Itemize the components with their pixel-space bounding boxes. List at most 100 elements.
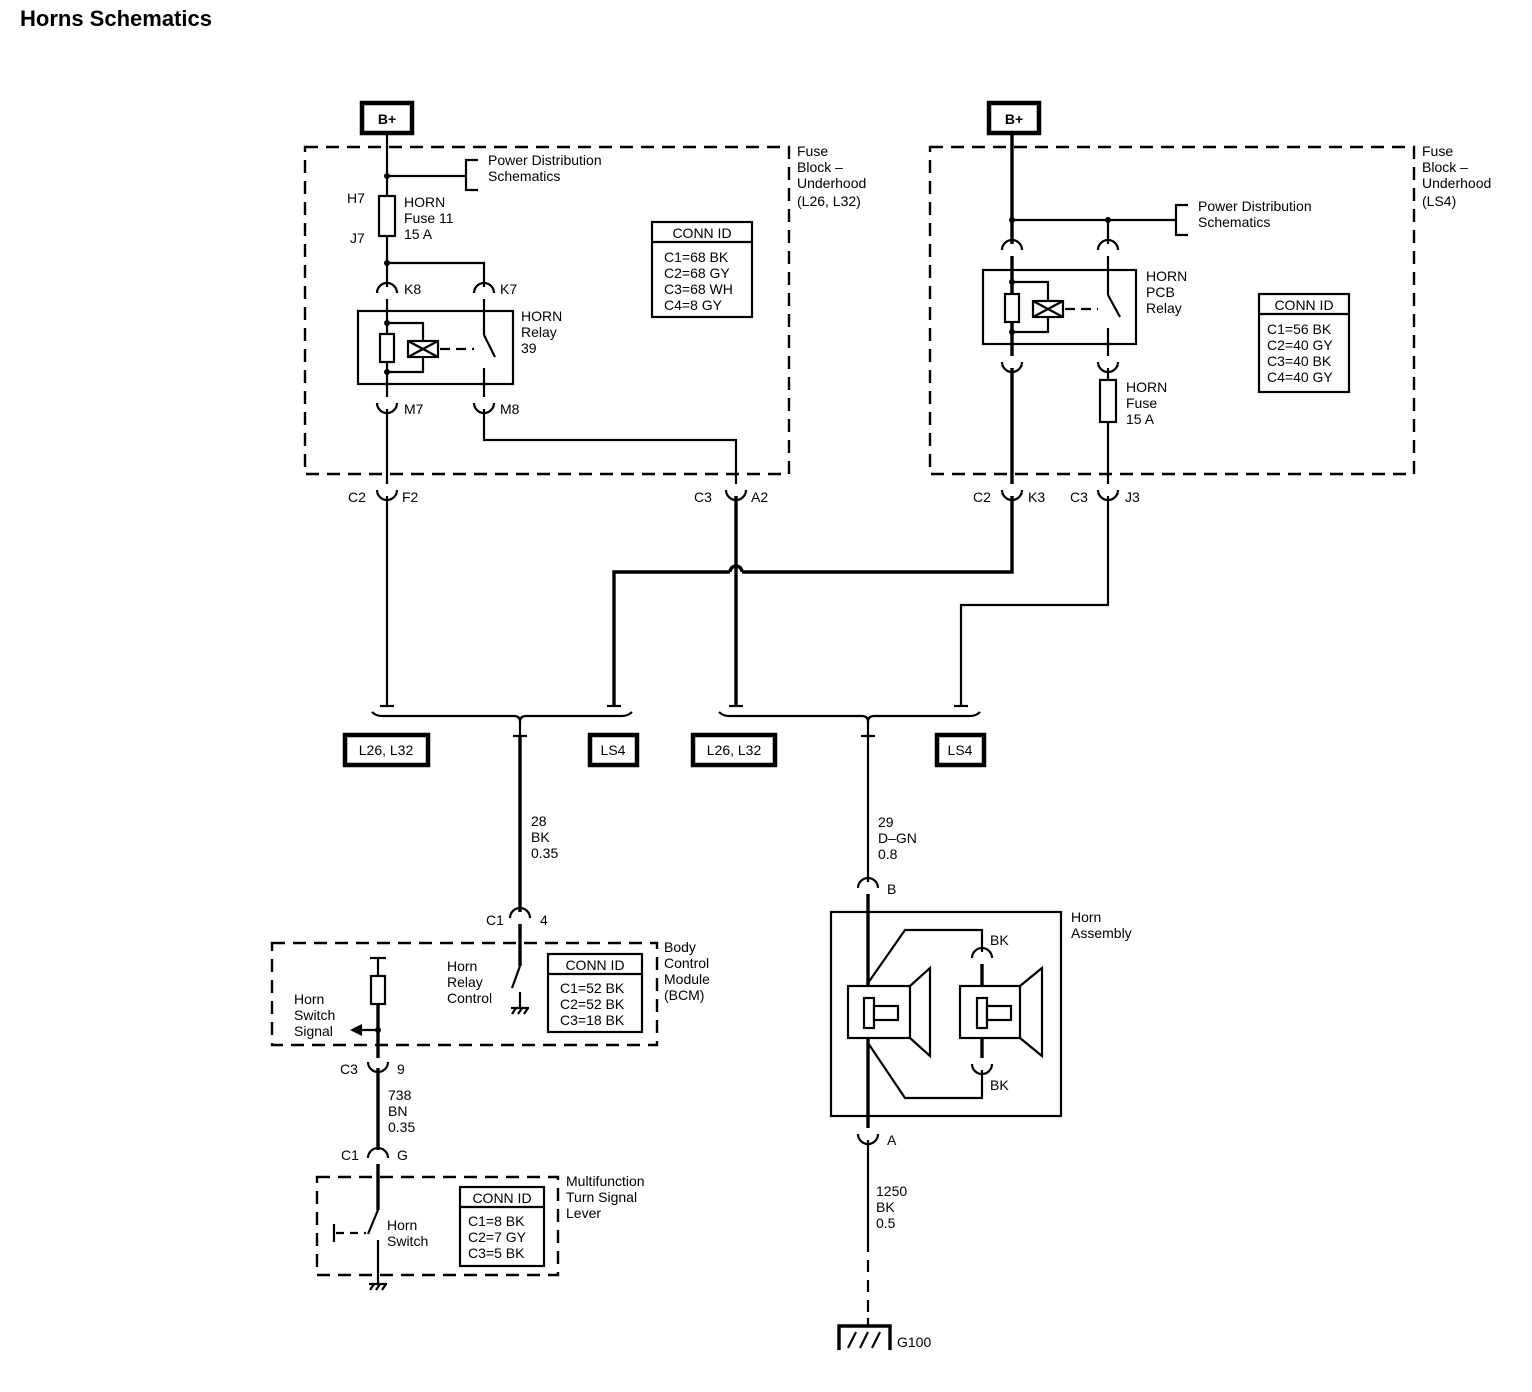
- wire-1250-color: BK: [876, 1199, 895, 1215]
- fuse-block-left-title-1: Fuse: [797, 143, 828, 159]
- wire-29-circuit: 29: [878, 814, 894, 830]
- fuse-block-left-title-4: (L26, L32): [797, 193, 861, 209]
- bcm-pullup-resistor: [369, 974, 387, 1006]
- horn-pin-a: A: [887, 1132, 897, 1148]
- svg-text:C3=68 WH: C3=68 WH: [664, 281, 733, 297]
- option-tag-ls4-left: LS4: [587, 732, 640, 768]
- svg-text:LS4: LS4: [601, 742, 626, 758]
- right-fuse-label-1: HORN: [1126, 379, 1167, 395]
- svg-text:Module: Module: [664, 971, 710, 987]
- fuse-11-label-2: Fuse 11: [404, 210, 454, 226]
- relay-pin-m7: M7: [404, 401, 424, 417]
- lever-c1-conn: C1: [341, 1147, 359, 1163]
- wire-29-color: D–GN: [878, 830, 917, 846]
- pin-f2: F2: [402, 489, 419, 505]
- relay-pin-k8: K8: [404, 281, 421, 297]
- power-distribution-link-left[interactable]: Power Distribution: [488, 152, 602, 168]
- right-fuse-label-3: 15 A: [1126, 411, 1155, 427]
- fuse-block-right: Fuse Block – Underhood (LS4) Power Distr…: [928, 133, 1491, 476]
- conn-id-table-bcm: CONN ID C1=52 BK C2=52 BK C3=18 BK: [546, 952, 644, 1034]
- pin-k3: K3: [1028, 489, 1045, 505]
- svg-text:Horn: Horn: [294, 991, 324, 1007]
- power-distribution-link-left-2[interactable]: Schematics: [488, 168, 560, 184]
- svg-text:(BCM): (BCM): [664, 987, 704, 1003]
- svg-text:C1=8 BK: C1=8 BK: [468, 1213, 525, 1229]
- svg-text:L26, L32: L26, L32: [359, 742, 414, 758]
- svg-text:LS4: LS4: [948, 742, 973, 758]
- pin-j3: J3: [1125, 489, 1140, 505]
- bcm-c1-conn: C1: [486, 912, 504, 928]
- relay-pin-k7: K7: [500, 281, 517, 297]
- pcb-relay-label-1: HORN: [1146, 268, 1187, 284]
- multifunction-turn-signal-lever: Multifunction Turn Signal Lever Horn Swi…: [315, 1164, 645, 1291]
- svg-text:Switch: Switch: [294, 1007, 335, 1023]
- bcm-c1-pin: 4: [540, 912, 548, 928]
- svg-text:Horn: Horn: [1071, 909, 1101, 925]
- svg-text:Multifunction: Multifunction: [566, 1173, 645, 1189]
- conn-id-table-lever: CONN ID C1=8 BK C2=7 GY C3=5 BK: [458, 1185, 546, 1268]
- pin-a2: A2: [751, 489, 768, 505]
- option-tag-l26-left: L26, L32: [342, 732, 431, 768]
- fuse-block-right-title-3: Underhood: [1422, 175, 1491, 191]
- svg-text:Turn Signal: Turn Signal: [566, 1189, 637, 1205]
- option-tag-ls4-right: LS4: [934, 732, 987, 768]
- battery-left: B+: [359, 100, 415, 136]
- body-control-module: Body Control Module (BCM) Horn Relay Con…: [270, 924, 710, 1058]
- svg-text:C2=52 BK: C2=52 BK: [560, 996, 625, 1012]
- bcm-c3-pin: 9: [397, 1061, 405, 1077]
- fuse-block-left-title-2: Block –: [797, 159, 843, 175]
- svg-text:C1=68 BK: C1=68 BK: [664, 249, 729, 265]
- svg-text:Signal: Signal: [294, 1023, 333, 1039]
- svg-text:Lever: Lever: [566, 1205, 601, 1221]
- conn-id-table-left: CONN ID C1=68 BK C2=68 GY C3=68 WH C4=8 …: [650, 220, 754, 319]
- svg-text:CONN ID: CONN ID: [1274, 297, 1333, 313]
- power-distribution-link-right[interactable]: Power Distribution: [1198, 198, 1312, 214]
- svg-text:C4=40 GY: C4=40 GY: [1267, 369, 1333, 385]
- wire-738-circuit: 738: [388, 1087, 412, 1103]
- page-title: Horns Schematics: [20, 6, 212, 31]
- svg-text:C4=8 GY: C4=8 GY: [664, 297, 723, 313]
- battery-right: B+: [986, 100, 1042, 136]
- svg-text:C1=56 BK: C1=56 BK: [1267, 321, 1332, 337]
- svg-text:Switch: Switch: [387, 1233, 428, 1249]
- wire-738-size: 0.35: [388, 1119, 415, 1135]
- svg-text:C3=40 BK: C3=40 BK: [1267, 353, 1332, 369]
- svg-text:CONN ID: CONN ID: [472, 1190, 531, 1206]
- svg-text:C3=5 BK: C3=5 BK: [468, 1245, 525, 1261]
- svg-text:Horn: Horn: [387, 1217, 417, 1233]
- conn-id-table-right: CONN ID C1=56 BK C2=40 GY C3=40 BK C4=40…: [1257, 292, 1351, 394]
- conn-c3-left: C3: [694, 489, 712, 505]
- right-fuse-label-2: Fuse: [1126, 395, 1157, 411]
- power-distribution-link-right-2[interactable]: Schematics: [1198, 214, 1270, 230]
- svg-text:C2=7 GY: C2=7 GY: [468, 1229, 527, 1245]
- horn-relay-label-3: 39: [521, 340, 537, 356]
- battery-label: B+: [378, 111, 396, 127]
- fuse-pin-j7: J7: [350, 230, 365, 246]
- ground-g100-icon: [837, 1318, 892, 1350]
- fuse-block-left: Fuse Block – Underhood (L26, L32) Power …: [303, 133, 866, 476]
- arrow-left-icon: [350, 1024, 362, 1036]
- horn-relay-label-2: Relay: [521, 324, 557, 340]
- fuse-11-label-1: HORN: [404, 194, 445, 210]
- svg-text:C2=68 GY: C2=68 GY: [664, 265, 730, 281]
- horn-assembly: Horn Assembly BK BK: [829, 894, 1132, 1128]
- wire-28-circuit: 28: [531, 813, 547, 829]
- wire-28-color: BK: [531, 829, 550, 845]
- svg-text:Assembly: Assembly: [1071, 925, 1132, 941]
- horn-bk-top: BK: [990, 932, 1009, 948]
- svg-text:Relay: Relay: [447, 974, 483, 990]
- horn-fuse-11: [377, 194, 397, 238]
- conn-c2-left: C2: [348, 489, 366, 505]
- option-tag-l26-right: L26, L32: [690, 732, 778, 768]
- option-bracket-right: [718, 704, 981, 738]
- ground-label: G100: [897, 1334, 931, 1350]
- svg-text:C1=52 BK: C1=52 BK: [560, 980, 625, 996]
- svg-text:Control: Control: [447, 990, 492, 1006]
- svg-text:C2=40 GY: C2=40 GY: [1267, 337, 1333, 353]
- svg-text:CONN ID: CONN ID: [565, 957, 624, 973]
- svg-text:C3=18 BK: C3=18 BK: [560, 1012, 625, 1028]
- wire-1250-circuit: 1250: [876, 1183, 907, 1199]
- svg-text:L26, L32: L26, L32: [707, 742, 762, 758]
- fuse-block-left-title-3: Underhood: [797, 175, 866, 191]
